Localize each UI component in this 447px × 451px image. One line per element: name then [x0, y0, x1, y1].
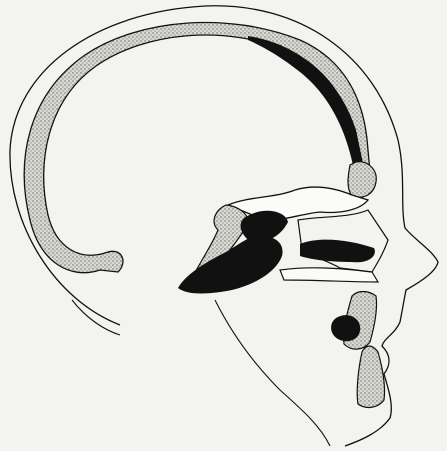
frontal-sinus: [348, 162, 376, 197]
